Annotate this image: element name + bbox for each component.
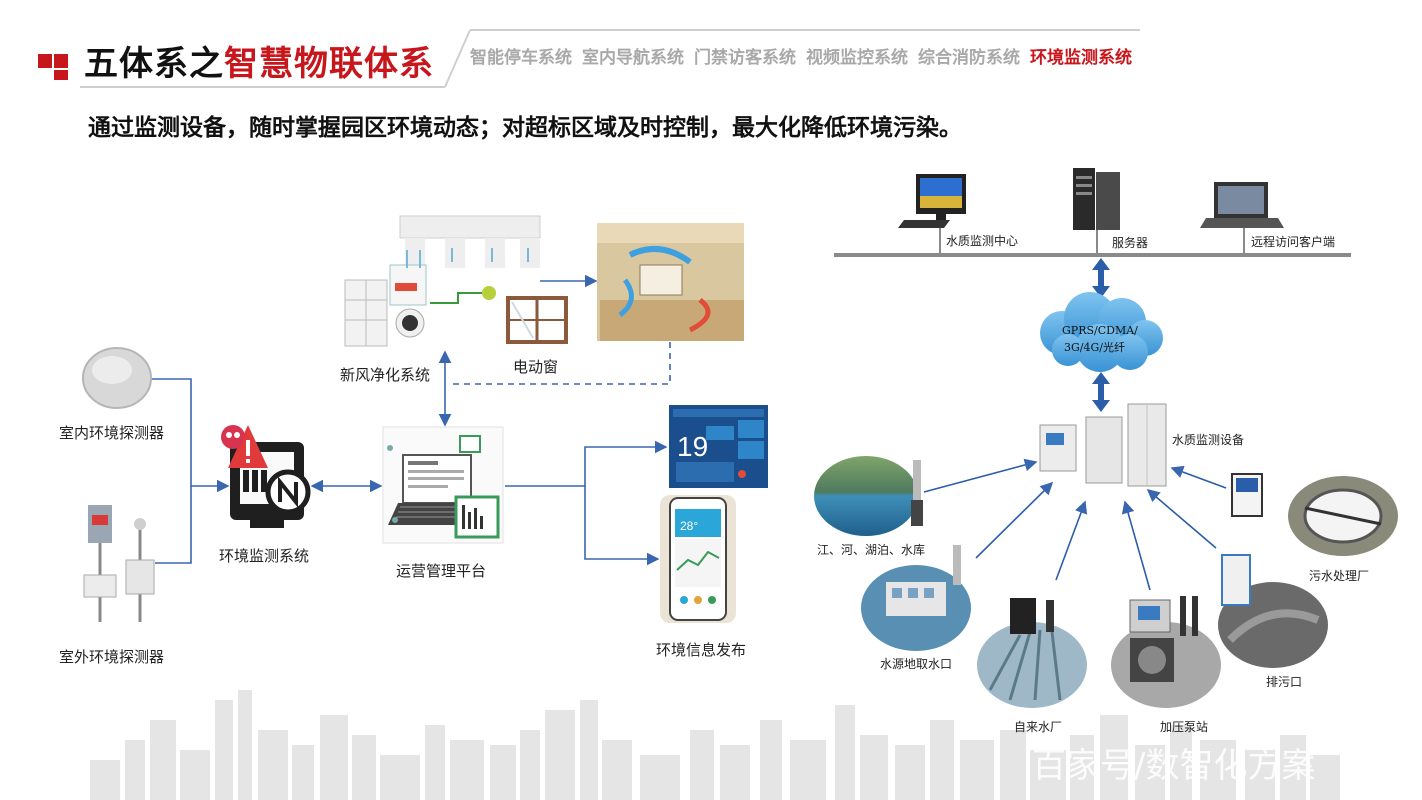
label-ops-platform: 运营管理平台 [396, 562, 487, 580]
arrow-sewage [1170, 465, 1227, 489]
water-monitoring-equipment [1039, 403, 1167, 487]
label-outdoor-sensor: 室外环境探测器 [59, 648, 165, 666]
arrow-pump [1121, 500, 1151, 591]
info-display-screen [669, 405, 768, 488]
cloud-text-line2: 3G/4G/光纤 [1064, 340, 1125, 354]
label-equipment: 水质监测设备 [1172, 433, 1245, 447]
waterworks-photo [977, 598, 1087, 708]
logo-square-1 [38, 54, 52, 68]
line-outdoor-to-system [155, 486, 192, 564]
fresh-air-system-illustration [344, 215, 541, 347]
double-arrow-cloud-equipment [1092, 372, 1110, 412]
river-probe [911, 460, 923, 526]
cloud-text-line1: GPRS/CDMA/ [1062, 324, 1138, 337]
laptop-icon [1200, 182, 1284, 228]
outlet-photo [1218, 554, 1328, 668]
network-cloud [1040, 292, 1163, 372]
monitor-system-icon [221, 425, 311, 528]
page-subtitle: 通过监测设备，随时掌握园区环境动态；对超标区域及时控制，最大化降低环境污染。 [88, 115, 962, 141]
system-nav: 智能停车系统 室内导航系统 门禁访客系统 视频监控系统 综合消防系统 环境监测系… [470, 43, 1132, 68]
arrow-river [923, 458, 1038, 493]
nav-item-video[interactable]: 视频监控系统 [806, 48, 908, 68]
arrow-waterworks [1055, 500, 1088, 581]
logo-square-2 [54, 54, 68, 68]
label-monitor-system: 环境监测系统 [219, 547, 310, 565]
desktop-computer-icon [898, 174, 966, 228]
label-server: 服务器 [1112, 236, 1149, 250]
double-arrow-bus-cloud [1092, 258, 1110, 298]
label-indoor-sensor: 室内环境探测器 [59, 424, 165, 442]
river-photo [814, 456, 918, 536]
arrow-outlet [1146, 488, 1217, 549]
sewage-plant-photo [1231, 473, 1398, 556]
phone-temp-value: 28° [680, 519, 698, 533]
outdoor-sensor-station [83, 505, 155, 622]
room-photo [597, 223, 744, 341]
nav-item-fire[interactable]: 综合消防系统 [918, 48, 1020, 68]
skyline-background [90, 690, 1340, 800]
label-fresh-air: 新风净化系统 [340, 366, 431, 384]
server-icon [1073, 168, 1120, 230]
intake-probe [953, 545, 961, 585]
line-platform-to-phone [584, 486, 660, 566]
intake-photo [861, 565, 971, 651]
label-monitor-center: 水质监测中心 [946, 234, 1019, 248]
electric-window-illustration [506, 296, 568, 344]
label-outlet: 排污口 [1266, 675, 1303, 689]
title-red: 智慧物联体系 [224, 44, 434, 84]
nav-item-access[interactable]: 门禁访客系统 [694, 48, 796, 68]
label-river: 江、河、湖泊、水库 [817, 543, 926, 557]
phone-illustration [660, 495, 736, 623]
ops-platform-illustration [382, 426, 504, 544]
header-slant [444, 29, 471, 88]
watermark-text: 百家号/数智化方案 [1032, 746, 1316, 786]
pump-station-photo [1111, 596, 1221, 708]
label-waterworks: 自来水厂 [1014, 720, 1063, 734]
screen-temp-value: 19 [677, 431, 708, 462]
nav-item-environment[interactable]: 环境监测系统 [1030, 48, 1132, 68]
title-black: 五体系之 [84, 44, 224, 84]
label-pump: 加压泵站 [1160, 720, 1209, 734]
logo-square-3 [54, 70, 68, 80]
label-electric-window: 电动窗 [513, 358, 559, 376]
line-platform-to-screen [505, 440, 668, 487]
label-intake: 水源地取水口 [880, 657, 953, 671]
label-sewage: 污水处理厂 [1309, 569, 1370, 583]
nav-item-parking[interactable]: 智能停车系统 [470, 48, 572, 68]
label-remote-client: 远程访问客户端 [1251, 235, 1336, 249]
page-title: 五体系之智慧物联体系 [84, 36, 434, 85]
dashed-line-room-to-fresh [448, 342, 671, 385]
arrow-intake [975, 481, 1054, 559]
label-info-publish: 环境信息发布 [656, 641, 747, 659]
line-indoor-to-system [152, 378, 230, 493]
nav-item-indoor-nav[interactable]: 室内导航系统 [582, 48, 684, 68]
